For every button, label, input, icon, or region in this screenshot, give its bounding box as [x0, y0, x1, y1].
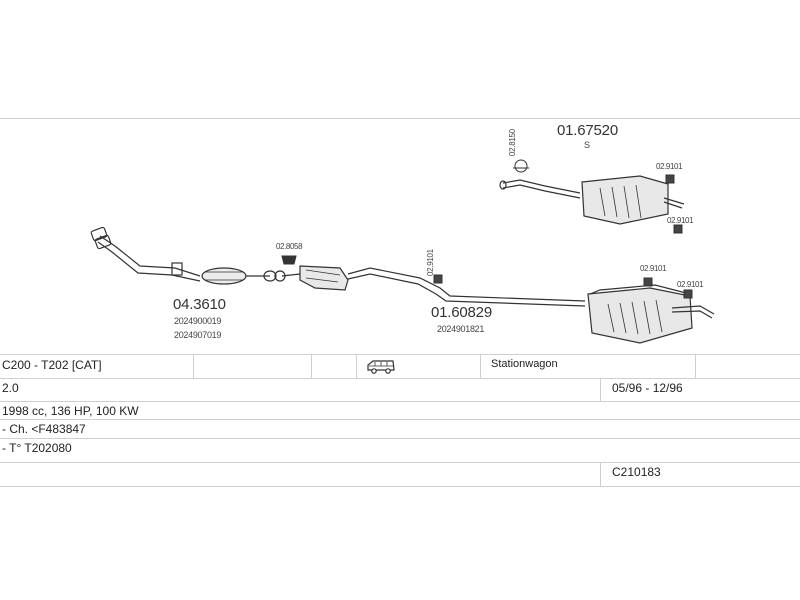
- middle-pipe-ref-1: 2024901821: [437, 324, 485, 334]
- mount-s-1-label: 02.9101: [656, 162, 683, 171]
- table-col-border: [480, 354, 481, 378]
- mount-mid-label: 02.9101: [426, 249, 435, 276]
- table-row-border: [0, 462, 800, 463]
- rear-silencer-variant: S: [584, 140, 590, 150]
- mount-rear-1-label: 02.9101: [640, 264, 667, 273]
- type-note-cell: - T° T202080: [2, 441, 72, 455]
- front-pipe-number: 04.3610: [173, 296, 226, 313]
- exhaust-drawing: [90, 159, 715, 344]
- engine-cell: 2.0: [2, 381, 19, 395]
- specs-cell: 1998 cc, 136 HP, 100 KW: [2, 404, 139, 418]
- exhaust-diagram: 04.3610 2024900019 2024907019 01.60829 2…: [0, 118, 800, 354]
- top-separator: [0, 118, 800, 119]
- table-bottom-border: [0, 486, 800, 487]
- table-row-border: [0, 419, 800, 420]
- table-col-border: [311, 354, 312, 378]
- table-col-border: [600, 462, 601, 486]
- years-cell: 05/96 - 12/96: [612, 381, 683, 395]
- code-cell: C210183: [612, 465, 661, 479]
- table-row-border: [0, 401, 800, 402]
- table-row-border: [0, 438, 800, 439]
- table-col-border: [600, 378, 601, 401]
- table-col-border: [356, 354, 357, 378]
- table-row-border: [0, 378, 800, 379]
- front-pipe-ref-1: 2024900019: [174, 316, 222, 326]
- table-col-border: [695, 354, 696, 378]
- clamp-top-label: 02.8150: [508, 129, 517, 156]
- rear-silencer-number: 01.67520: [557, 122, 618, 139]
- front-pipe-ref-2: 2024907019: [174, 330, 222, 340]
- table-col-border: [193, 354, 194, 378]
- chassis-note-cell: - Ch. <F483847: [2, 422, 86, 436]
- model-cell: C200 - T202 [CAT]: [2, 358, 102, 372]
- station-wagon-icon: [367, 360, 395, 374]
- table-top-border: [0, 354, 800, 355]
- mount-s-2-label: 02.9101: [667, 216, 694, 225]
- body-type-cell: Stationwagon: [491, 358, 558, 370]
- mount-rear-2-label: 02.9101: [677, 280, 704, 289]
- middle-pipe-number: 01.60829: [431, 304, 492, 321]
- gasket-front-label: 02.8058: [276, 242, 303, 251]
